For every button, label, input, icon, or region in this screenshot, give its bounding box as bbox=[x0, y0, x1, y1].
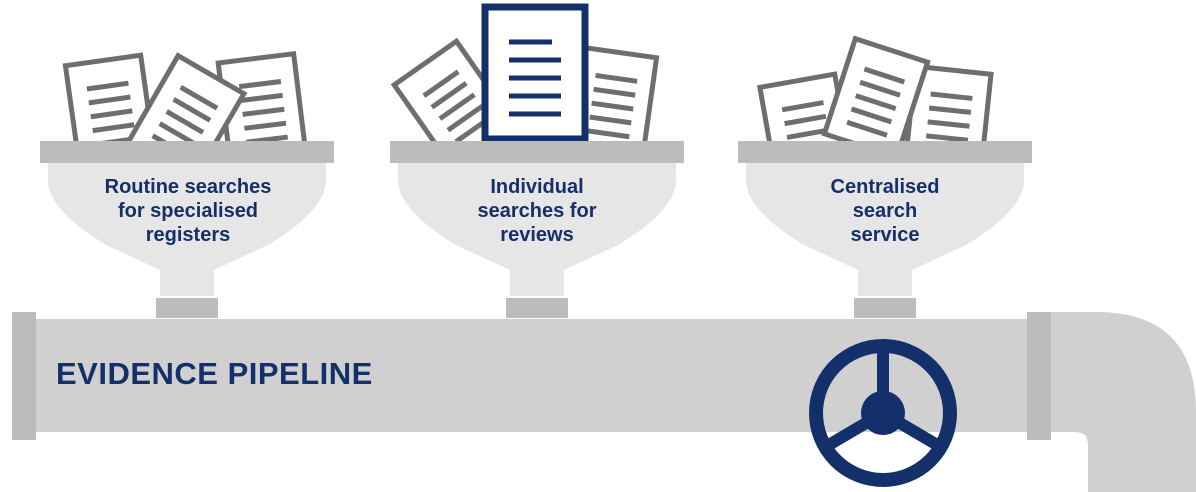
funnel-label-individual-searches: Individual searches for reviews bbox=[477, 176, 597, 246]
pipe-flange-left bbox=[12, 312, 36, 440]
pipeline-title: EVIDENCE PIPELINE bbox=[56, 356, 373, 391]
funnel-spout-collar bbox=[506, 298, 568, 318]
funnel-body bbox=[48, 163, 326, 296]
funnel-spout-collar bbox=[854, 298, 916, 318]
funnel-rim bbox=[40, 141, 334, 163]
funnel-2 bbox=[390, 3, 684, 318]
funnel-label-centralised-search: Centralised search service bbox=[830, 176, 940, 246]
funnel-rim bbox=[738, 141, 1032, 163]
valve-wheel-icon bbox=[809, 339, 957, 487]
funnel-3 bbox=[738, 39, 1032, 318]
funnel-1 bbox=[40, 54, 334, 318]
funnel-body bbox=[746, 163, 1024, 296]
funnel-spout-collar bbox=[156, 298, 218, 318]
highlighted-document-icon bbox=[394, 3, 656, 141]
funnel-rim bbox=[390, 141, 684, 163]
pipe-flange-right bbox=[1027, 312, 1051, 440]
funnel-body bbox=[398, 163, 676, 296]
funnel-label-routine-searches: Routine searches for specialised registe… bbox=[104, 176, 272, 246]
pipe-elbow bbox=[1040, 312, 1196, 492]
